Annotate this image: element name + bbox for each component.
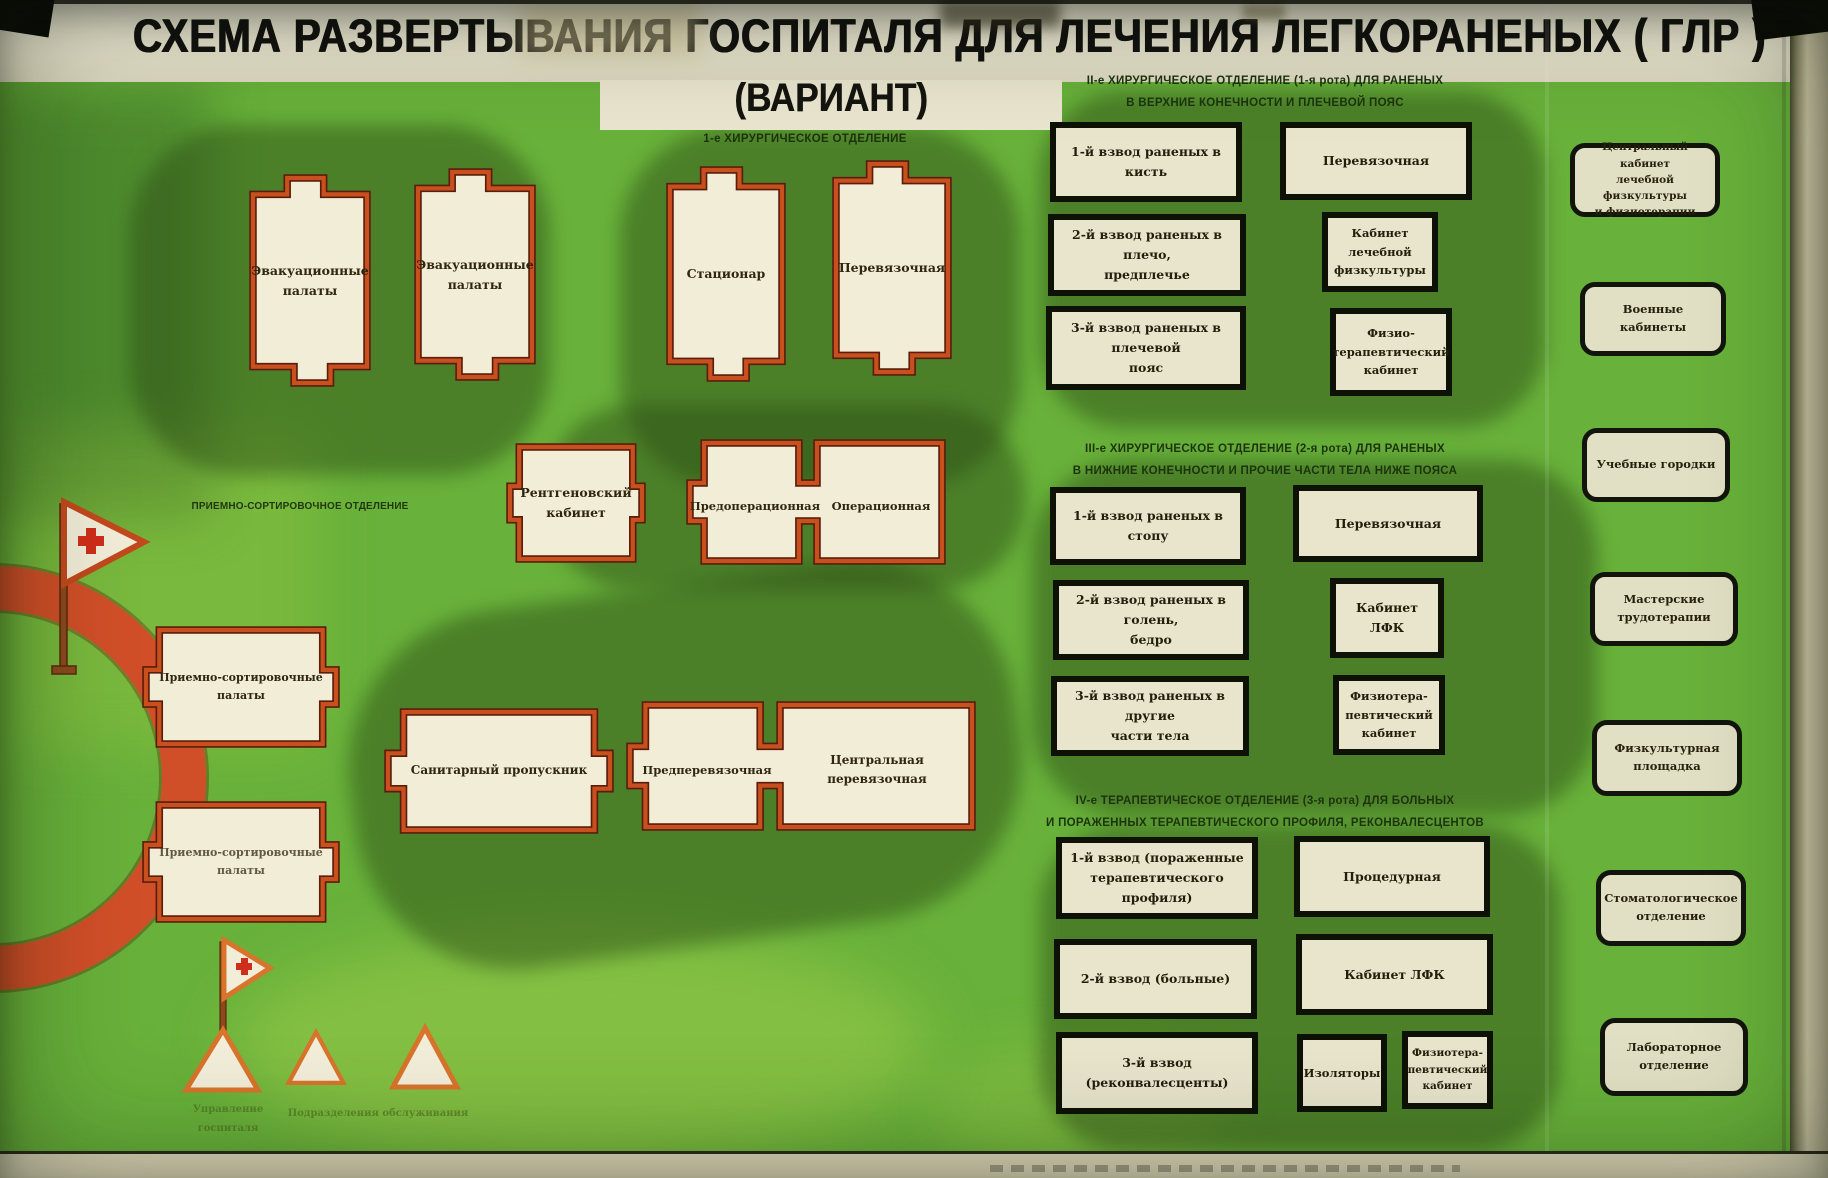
surgical-2-header: II-е ХИРУРГИЧЕСКОЕ ОТДЕЛЕНИЕ (1-я рота) … [1086, 73, 1444, 109]
pill-dental: Стоматологическое отделение [1596, 870, 1746, 946]
poster-subtitle-text: (ВАРИАНТ) [734, 76, 928, 120]
title-strip [0, 0, 1828, 82]
block-s4-lfk: Кабинет ЛФК [1296, 934, 1493, 1015]
reception-header: ПРИЕМНО-СОРТИРОВОЧНОЕ ОТДЕЛЕНИЕ [191, 500, 409, 512]
legend-hq-label: Управление госпиталя [192, 1104, 264, 1134]
block-s3-platoon3: 3-й взвод раненых в другие части тела [1051, 676, 1249, 756]
tent-label: Перевязочная [838, 260, 946, 275]
tent-predoper-oper: Предоперационная Операционная [690, 443, 942, 561]
tent-label-predper: Предперевязочная [642, 762, 772, 777]
block-s4-platoon1: 1-й взвод (пораженные терапевтического п… [1056, 837, 1258, 919]
poster-title-text: СХЕМА РАЗВЕРТЫВАНИЯ ГОСПИТАЛЯ ДЛЯ ЛЕЧЕНИ… [132, 9, 1767, 62]
block-s2-physio: Физио- терапевтический кабинет [1330, 308, 1452, 396]
tent-label: Эвакуационные палаты [416, 256, 534, 292]
service-tent-icon [388, 1022, 462, 1092]
tent-sorting-1: Приемно-сортировочные палаты [146, 630, 336, 744]
illegible-caption [990, 1165, 1460, 1172]
poster-subtitle: (ВАРИАНТ) [600, 76, 1062, 121]
pill-sports-ground: Физкультурная площадка [1592, 720, 1742, 796]
poster-crease [1545, 0, 1549, 1178]
tent-evacuation-2: Эвакуационные палаты [418, 172, 532, 377]
photo-edge-top [0, 0, 1828, 4]
tent-stationar: Стационар [670, 170, 782, 378]
tent-label-oper: Операционная [831, 498, 931, 513]
tent-label: Рентгеновский кабинет [520, 485, 632, 520]
block-s2-platoon2: 2-й взвод раненых в плечо, предплечье [1048, 214, 1246, 296]
subtitle-panel [600, 80, 1062, 130]
tent-label: Стационар [686, 266, 766, 281]
block-s3-dressing: Перевязочная [1293, 485, 1483, 562]
block-s3-platoon1: 1-й взвод раненых в стопу [1050, 487, 1246, 565]
block-s2-platoon3: 3-й взвод раненых в плечевой пояс [1046, 306, 1246, 390]
block-s4-physio: Физиотера- певтический кабинет [1402, 1031, 1493, 1109]
block-s4-platoon3: 3-й взвод (реконвалесценты) [1056, 1032, 1258, 1114]
hospital-hq-flag-icon [48, 497, 151, 680]
block-s2-platoon1: 1-й взвод раненых в кисть [1050, 122, 1242, 202]
pill-laboratory: Лабораторное отделение [1600, 1018, 1748, 1096]
tent-label-predoper: Предоперационная [689, 498, 821, 513]
tent-perevyazochnaya-1: Перевязочная [836, 164, 948, 372]
block-s3-lfk: Кабинет ЛФК [1330, 578, 1444, 658]
therapeutic-4-header: IV-е ТЕРАПЕВТИЧЕСКОЕ ОТДЕЛЕНИЕ (3-я рота… [1046, 793, 1484, 829]
block-s3-platoon2: 2-й взвод раненых в голень, бедро [1053, 580, 1249, 660]
tent-evacuation-1: Эвакуационные палаты [253, 178, 367, 383]
block-s2-lfk: Кабинет лечебной физкультуры [1322, 212, 1438, 292]
photo-right-edge [1790, 0, 1828, 1178]
legend-hq-flag-icon [180, 935, 275, 1094]
photo-bottom-edge [0, 1151, 1828, 1178]
block-s4-procedural: Процедурная [1294, 836, 1490, 917]
tent-sanpass: Санитарный пропускник [388, 712, 610, 830]
block-s4-isolators: Изоляторы [1297, 1034, 1387, 1112]
tent-label: Санитарный пропускник [410, 763, 588, 778]
pill-workshops: Мастерские трудотерапии [1590, 572, 1738, 646]
tent-label: Приемно-сортировочные палаты [159, 846, 323, 877]
tent-label: Приемно-сортировочные палаты [159, 671, 323, 702]
block-s3-physio: Физиотера- певтический кабинет [1333, 675, 1445, 755]
poster-crease [1782, 0, 1786, 1178]
tent-sorting-2: Приемно-сортировочные палаты [146, 805, 336, 919]
block-s4-platoon2: 2-й взвод (больные) [1054, 939, 1257, 1019]
pill-military-rooms: Военные кабинеты [1580, 282, 1726, 356]
surgical-3-header: III-е ХИРУРГИЧЕСКОЕ ОТДЕЛЕНИЕ (2-я рота)… [1072, 441, 1458, 477]
pill-training-grounds: Учебные городки [1582, 428, 1730, 502]
service-tent-icon [284, 1024, 348, 1092]
tent-label-central: Центральная перевязочная [827, 752, 927, 786]
poster-title: СХЕМА РАЗВЕРТЫВАНИЯ ГОСПИТАЛЯ ДЛЯ ЛЕЧЕНИ… [0, 8, 1828, 63]
surgical-1-header: 1-е ХИРУРГИЧЕСКОЕ ОТДЕЛЕНИЕ [703, 131, 907, 145]
tent-xray: Рентгеновский кабинет [510, 447, 642, 559]
pill-central-lfk: Центральный кабинет лечебной физкультуры… [1570, 141, 1720, 218]
tent-predper-central: Предперевязочная Центральная перевязочна… [630, 705, 972, 827]
tent-label: Эвакуационные палаты [251, 262, 369, 298]
legend-service-label: Подразделения обслуживания [287, 1108, 469, 1119]
block-s2-dressing: Перевязочная [1280, 122, 1472, 200]
